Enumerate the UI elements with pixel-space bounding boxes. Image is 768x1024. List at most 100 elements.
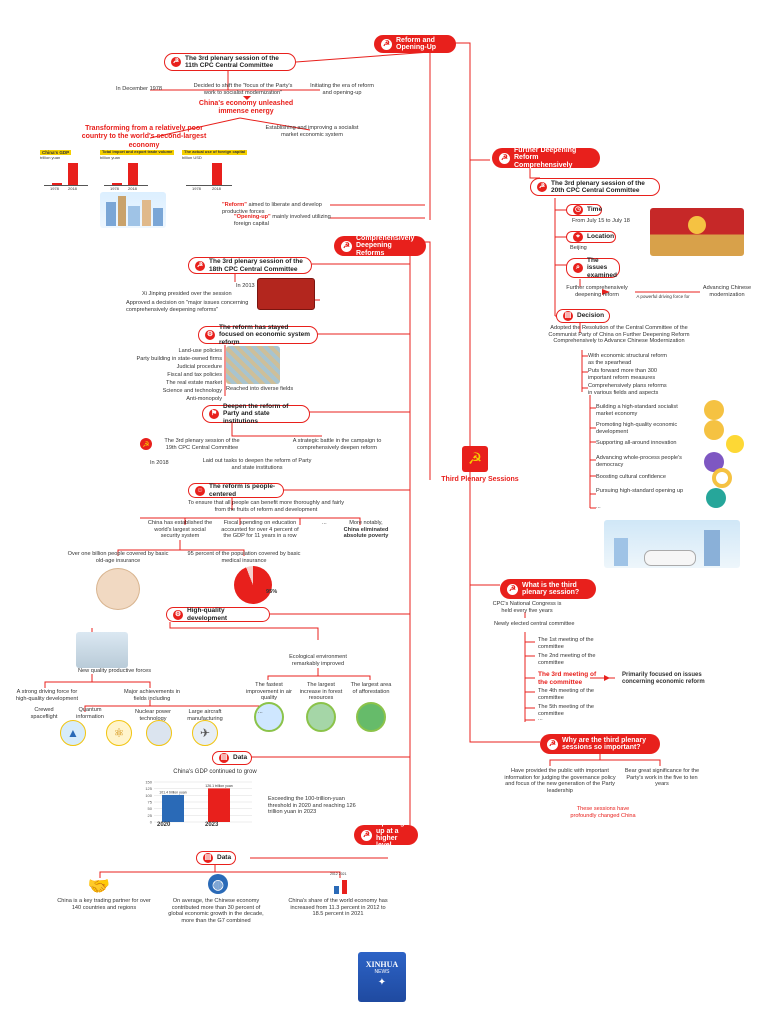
party-emblem-icon: ☭ xyxy=(462,446,488,472)
hq-box: ⚙ High-quality development xyxy=(166,607,270,622)
chart-icon: ▤ xyxy=(203,853,213,863)
chart-icon: ▤ xyxy=(219,753,229,763)
issue-left: Further comprehensively deepening reform xyxy=(566,285,628,298)
meeting-item-highlight: The 3rd meeting of the committee xyxy=(538,671,597,686)
field-item: Pursuing high-standard opening up xyxy=(596,488,684,494)
clock-icon: ◷ xyxy=(573,205,583,215)
deepening-approved: Approved a decision on "major issues con… xyxy=(126,300,249,313)
quantum-icon: ⚛ xyxy=(106,720,132,746)
reform-chart-3: The actual use of foreign capital billio… xyxy=(182,149,248,192)
percent95-text: 95 percent of the population covered by … xyxy=(187,551,301,564)
chart-unit: billion yuan xyxy=(100,155,121,160)
field-item: ... xyxy=(596,504,601,510)
chart-title: China's GDP xyxy=(40,150,72,156)
chart-axis xyxy=(104,185,148,186)
great-hall-image xyxy=(650,208,744,256)
party-reform-box: ⚑ Deepen the reform of Party and state i… xyxy=(202,403,310,425)
new-forces: New quality productive forces xyxy=(78,668,152,674)
time-text: From July 15 to July 18 xyxy=(572,218,630,224)
every5-text: CPC's National Congress is held every fi… xyxy=(492,601,562,614)
deepening-session-box: ☭ The 3rd plenary session of the 18th CP… xyxy=(188,257,312,274)
chart-bar xyxy=(212,163,222,185)
field-item: Large aircraft manufacturing xyxy=(187,709,223,722)
party-emblem-icon: ☭ xyxy=(499,152,510,164)
list-item: Fiscal and tax policies xyxy=(167,372,222,378)
chart-year: 2018 xyxy=(212,186,221,191)
reform-transform: Transforming from a relatively poor coun… xyxy=(81,125,207,149)
eco-item: The largest area of afforestation xyxy=(350,682,392,695)
eco-item: The largest increase in forest resources xyxy=(299,682,343,702)
culture-icon xyxy=(712,468,732,488)
point-item: With economic structural reform as the s… xyxy=(588,353,667,366)
gdp-bar xyxy=(208,788,230,822)
data-box: ▤ Data xyxy=(212,751,252,765)
time-box: ◷ Time xyxy=(566,204,602,216)
y-tick-label: 125 xyxy=(145,786,152,791)
meeting-item: The 2nd meeting of the committee xyxy=(538,653,596,666)
globe-icon: ◍ xyxy=(208,874,228,894)
factory-illustration xyxy=(76,632,128,668)
y-tick-label: 75 xyxy=(148,800,153,805)
deepening-presided: Xi Jinping presided over the session xyxy=(142,291,232,297)
list-item: Land-use policies xyxy=(178,348,222,354)
party-emblem-icon: ☭ xyxy=(507,583,518,595)
chart-bar xyxy=(52,183,62,185)
gdp-year: 2023 xyxy=(205,822,219,828)
reform-opening-node: ☭ Reform and Opening-Up xyxy=(374,35,456,53)
afforestation-icon xyxy=(356,702,386,732)
partner-text: China is a key trading partner for over … xyxy=(57,898,151,911)
meeting-item: The 4th meeting of the committee xyxy=(538,688,594,701)
center-label: Third Plenary Sessions xyxy=(441,476,519,483)
issues-box: ⌕ The issues examined xyxy=(566,257,620,279)
nuclear-icon xyxy=(146,720,172,746)
bulb-icon xyxy=(726,435,744,453)
further-session-box: ☭ The 3rd plenary session of the 20th CP… xyxy=(530,178,660,196)
elderly-illustration xyxy=(96,568,140,610)
party-emblem-icon: ☭ xyxy=(361,829,372,841)
people-icon xyxy=(704,452,724,472)
y-tick-label: 50 xyxy=(148,806,153,811)
field-item: ... xyxy=(258,709,263,715)
gdp-bar xyxy=(162,794,184,822)
poverty-text: More notably, China eliminated absolute … xyxy=(343,520,389,540)
meeting-item: The 5th meeting of the committee xyxy=(538,704,594,717)
chart-axis xyxy=(44,185,88,186)
pie-label: 95% xyxy=(266,589,278,595)
strong-text: A strong driving force for high-quality … xyxy=(15,689,79,702)
xinhua-logo: XINHUA NEWS ✦ xyxy=(358,952,406,1002)
session19: The 3rd plenary session of the 19th CPC … xyxy=(164,438,240,451)
air-quality-icon xyxy=(254,702,284,732)
focus-box: ⚙ The reform has stayed focused on econo… xyxy=(198,324,318,346)
share-text: China's share of the world economy has i… xyxy=(288,898,388,918)
people-box: ☺ The reform is people-centered xyxy=(188,483,284,498)
chart-bar xyxy=(68,163,78,185)
location-pin-icon: ⌖ xyxy=(573,232,583,242)
pie-chart xyxy=(234,566,272,604)
gdp-title: China's GDP continued to grow xyxy=(173,769,257,775)
gears-icon xyxy=(704,420,724,440)
field-item: Crewed spaceflight xyxy=(30,707,58,720)
opening-higher-node: ☭ Opening-up at a higher level xyxy=(354,820,418,849)
star-pattern-icon: ✦ xyxy=(377,977,387,988)
gdp-year: 2020 xyxy=(157,822,171,828)
why-left: Have provided the public with important … xyxy=(504,768,616,795)
chart-year: 1978 xyxy=(50,186,59,191)
chart-unit: trillion yuan xyxy=(40,155,61,160)
center-node: ☭ Third Plenary Sessions xyxy=(441,446,520,486)
gdp-data-label: 126.1 trillion yuan xyxy=(205,784,232,788)
search-icon: ⌕ xyxy=(573,263,583,273)
gears-icon xyxy=(704,400,724,420)
handshake-icon: 🤝 xyxy=(87,876,111,896)
list-item: ... xyxy=(80,404,222,412)
y-tick-label: 150 xyxy=(145,780,152,785)
meeting-item: ... xyxy=(538,716,543,722)
party-emblem-icon: ☭ xyxy=(341,240,352,252)
exceeding-text: Exceeding the 100-trillion-yuan threshol… xyxy=(268,796,356,816)
gear-icon: ⚙ xyxy=(173,609,183,620)
meeting-item: The 1st meeting of the committee xyxy=(538,637,594,650)
elected-text: Newly elected central committee xyxy=(494,621,575,627)
location-text: Beijing xyxy=(570,245,587,251)
deepening-year: In 2013 xyxy=(236,283,255,289)
security-text: China has established the world's larges… xyxy=(147,520,213,540)
chart-title: The actual use of foreign capital xyxy=(182,149,248,155)
